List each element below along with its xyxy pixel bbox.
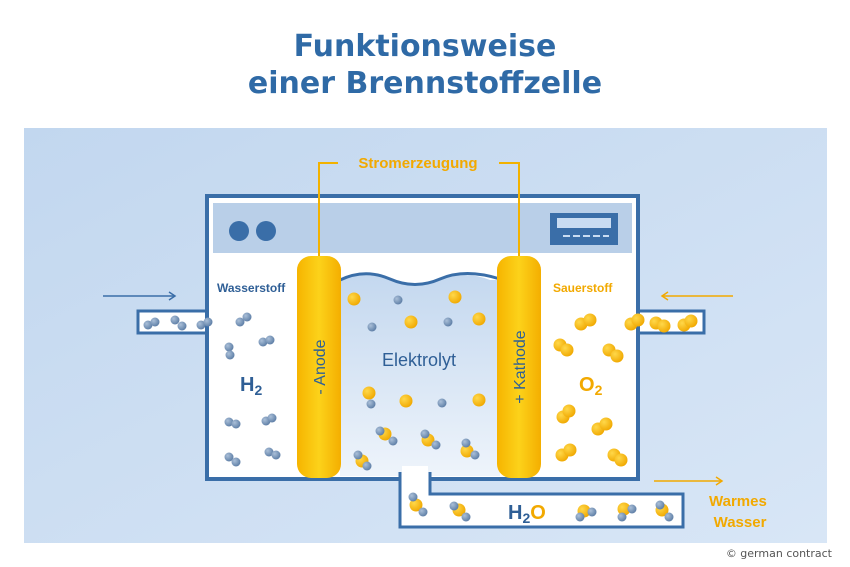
o2-molecule-icon [602,343,624,363]
o2-molecule-icon [677,314,698,332]
h2-molecule-icon [235,312,252,327]
page-title: Funktionsweise einer Brennstoffzelle [0,28,850,102]
oxygen-label: Sauerstoff [553,281,613,295]
water-outlet-pipe [398,466,685,529]
o2-molecule-icon [649,316,671,333]
h2o-molecule-icon [460,438,480,460]
h2o-molecule-icon [375,426,398,446]
electrolyte-surface [339,272,501,286]
oxygen-ion [472,393,486,407]
h2-molecule-icon [224,452,241,467]
h2o-molecule-icon [353,450,372,471]
h2-molecule-icon [261,413,277,426]
electrolyte-region [340,275,500,476]
o2-formula: O2 [579,374,603,398]
h2o-molecule-icon [575,504,597,522]
water-molecules [353,426,674,522]
hydrogen-label: Wasserstoff [217,281,286,295]
anode-label: - Anode [312,339,329,394]
h2o-molecule-icon [408,492,428,517]
h2o-molecule-icon [655,500,674,522]
h2-molecule-icon [264,447,281,460]
o2-molecule-icon [553,338,574,357]
indicator-dots-icon [229,221,276,241]
h2-molecule-icon [224,417,241,429]
warm-water-label: Warmes Wasser [709,493,771,531]
anode-electrode [297,256,341,478]
h2o-molecule-icon [420,429,441,450]
hydrogen-ion [366,399,376,409]
oxygen-molecules [347,290,698,467]
cathode-label: + Kathode [512,330,529,404]
oxygen-ion [404,315,418,329]
arrow-right-icon [103,291,177,301]
o2-molecule-icon [556,404,576,424]
current-label: Stromerzeugung [358,155,477,172]
arrow-right-icon [654,476,724,486]
title-line-2: einer Brennstoffzelle [247,66,603,101]
current-circuit [318,162,520,256]
display-panel-icon [550,213,618,245]
hydrogen-ion [437,398,447,408]
arrow-left-icon [660,291,733,301]
hydrogen-ion [443,317,453,327]
electrolyte-label: Elektrolyt [382,350,456,370]
hydrogen-ion [393,295,403,305]
hydrogen-molecules [143,295,453,467]
oxygen-ion [448,290,462,304]
o2-molecule-icon [574,313,597,331]
oxygen-ion [472,312,486,326]
h2o-molecule-icon [449,501,471,522]
h2-molecule-icon [196,317,213,330]
title-line-1: Funktionsweise [293,29,557,64]
h2-molecule-icon [258,335,275,347]
oxygen-ion [347,292,361,306]
o2-molecule-icon [555,443,577,462]
oxygen-ion [362,386,376,400]
copyright-notice: © german contract [725,547,832,560]
hydrogen-ion [367,322,377,332]
cathode-electrode [497,256,541,478]
h2o-molecule-icon [617,502,637,522]
o2-molecule-icon [624,313,645,331]
o2-molecule-icon [607,448,628,467]
h2-molecule-icon [170,315,187,331]
h2-molecule-icon [224,342,235,360]
o2-molecule-icon [591,417,613,436]
h2-formula: H2 [240,374,262,398]
oxygen-ion [399,394,413,408]
h2o-formula: H2O [508,502,546,526]
h2-molecule-icon [143,317,160,330]
